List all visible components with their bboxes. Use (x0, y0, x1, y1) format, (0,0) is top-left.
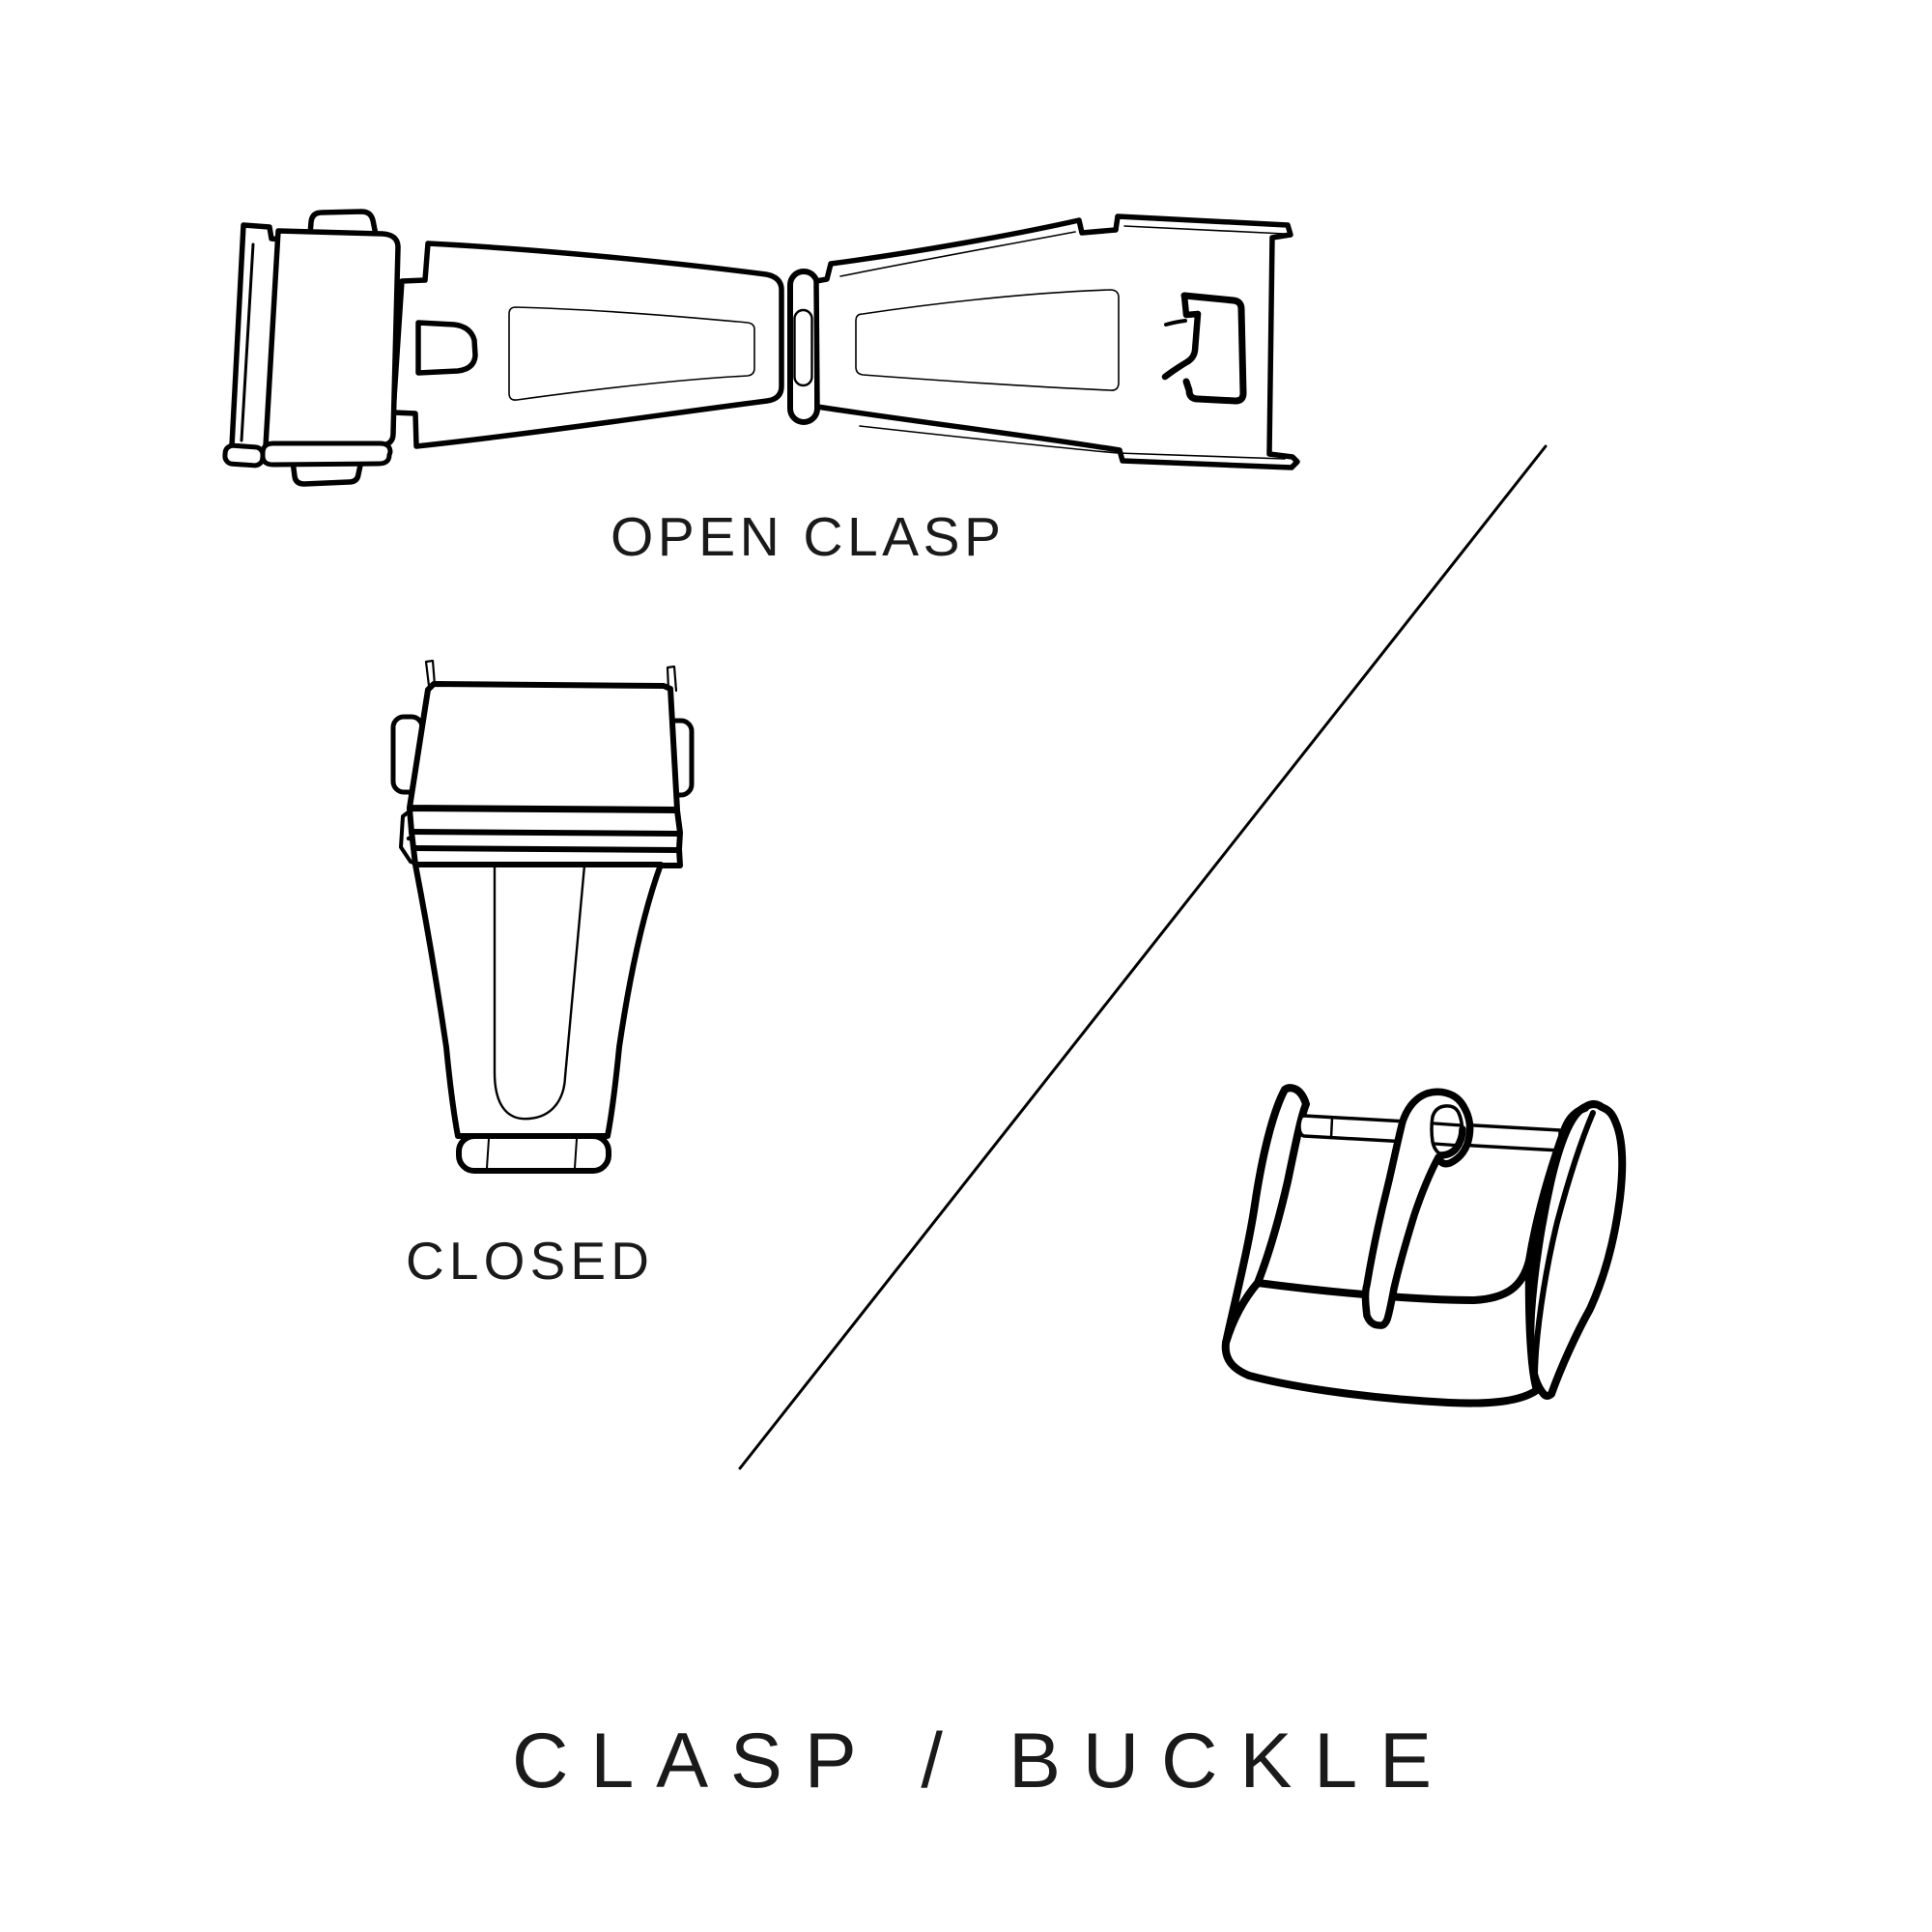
svg-text:CLASP / BUCKLE: CLASP / BUCKLE (512, 1718, 1432, 1804)
svg-text:OPEN CLASP: OPEN CLASP (611, 506, 1001, 568)
